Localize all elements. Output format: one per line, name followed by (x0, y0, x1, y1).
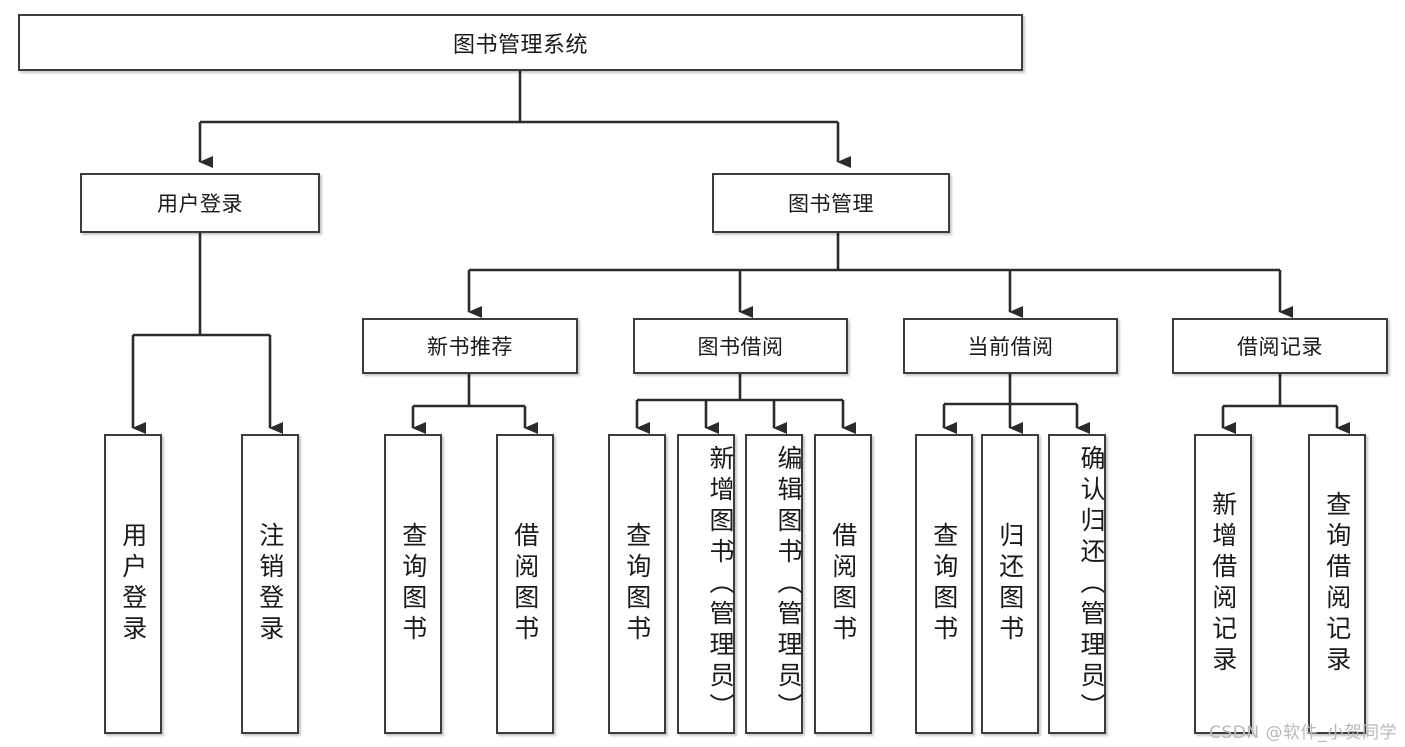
node-label: 查询图书 (929, 522, 959, 646)
node-label: 用户登录 (157, 192, 243, 216)
node-book-management[interactable]: 图书管理 (712, 173, 950, 233)
node-book-borrow[interactable]: 图书借阅 (633, 318, 848, 374)
leaf-query-book-current[interactable]: 查询图书 (915, 434, 973, 734)
leaf-return-book[interactable]: 归还图书 (981, 434, 1039, 734)
leaf-borrow-book-recommend[interactable]: 借阅图书 (496, 434, 554, 734)
node-label: 新增图书（管理员） (706, 444, 735, 724)
leaf-user-login[interactable]: 用户登录 (104, 434, 162, 734)
node-label: 用户登录 (118, 522, 148, 646)
leaf-query-borrow-record[interactable]: 查询借阅记录 (1308, 434, 1366, 734)
node-current-borrow[interactable]: 当前借阅 (903, 318, 1118, 374)
node-borrow-record[interactable]: 借阅记录 (1172, 318, 1388, 374)
node-label: 图书借阅 (697, 335, 784, 359)
node-label: 图书管理 (788, 192, 874, 216)
leaf-query-book-borrow[interactable]: 查询图书 (608, 434, 666, 734)
leaf-logout[interactable]: 注销登录 (241, 434, 299, 734)
node-label: 新书推荐 (427, 335, 513, 359)
node-root-system[interactable]: 图书管理系统 (18, 14, 1023, 71)
node-label: 图书管理系统 (452, 32, 588, 58)
leaf-borrow-book[interactable]: 借阅图书 (814, 434, 872, 734)
leaf-query-book-recommend[interactable]: 查询图书 (384, 434, 442, 734)
leaf-add-book-admin[interactable]: 新增图书（管理员） (677, 434, 735, 734)
node-new-book-recommend[interactable]: 新书推荐 (362, 318, 578, 374)
csdn-watermark: CSDN @软件_小贺同学 (1209, 723, 1397, 743)
node-label: 编辑图书（管理员） (774, 444, 803, 724)
node-label: 查询图书 (622, 522, 652, 646)
node-label: 确认归还（管理员） (1077, 444, 1106, 724)
node-label: 新增借阅记录 (1208, 491, 1238, 677)
node-label: 当前借阅 (967, 335, 1054, 359)
node-label: 借阅记录 (1237, 335, 1323, 359)
leaf-add-borrow-record[interactable]: 新增借阅记录 (1194, 434, 1252, 734)
leaf-confirm-return-admin[interactable]: 确认归还（管理员） (1048, 434, 1106, 734)
leaf-edit-book-admin[interactable]: 编辑图书（管理员） (745, 434, 803, 734)
node-label: 借阅图书 (510, 522, 540, 646)
node-label: 查询借阅记录 (1322, 491, 1352, 677)
node-label: 借阅图书 (828, 522, 858, 646)
node-user-login[interactable]: 用户登录 (80, 173, 320, 233)
node-label: 归还图书 (995, 522, 1025, 646)
node-label: 查询图书 (398, 522, 428, 646)
node-label: 注销登录 (255, 522, 285, 646)
